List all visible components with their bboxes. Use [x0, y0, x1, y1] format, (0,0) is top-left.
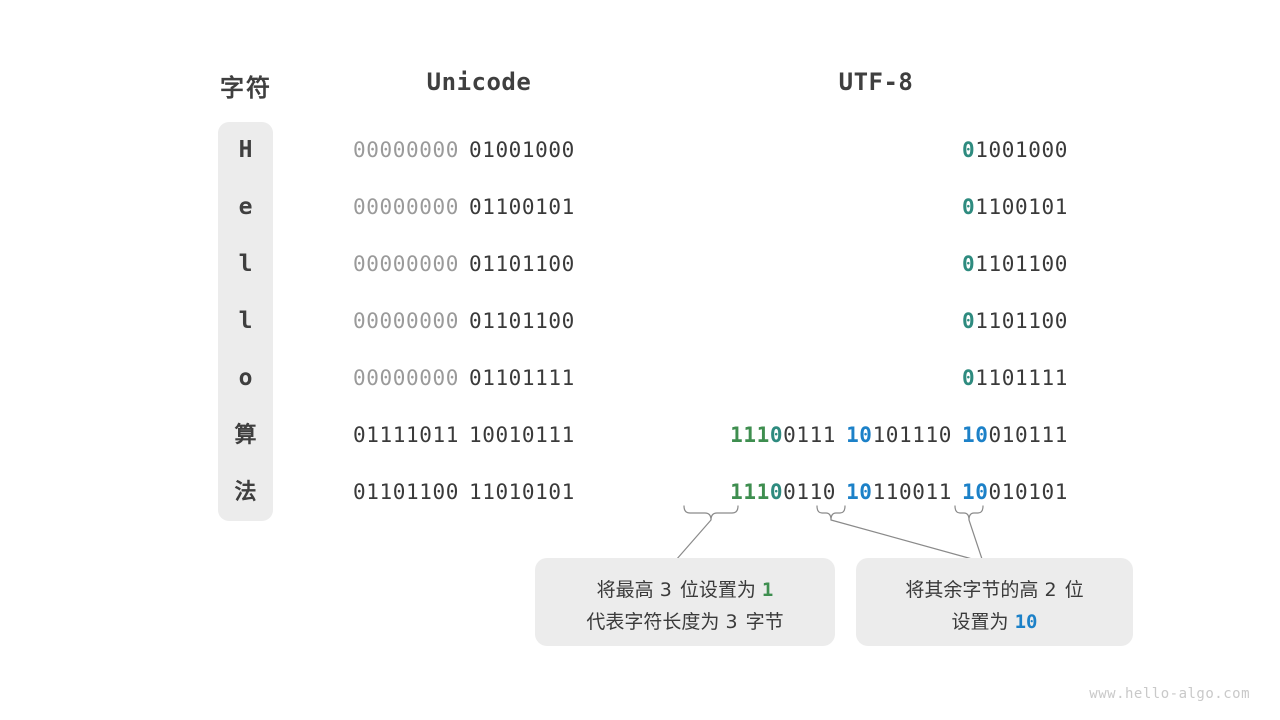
bit-group-dim: 00000000 — [353, 195, 459, 219]
bit-group-blue: 10 — [962, 480, 989, 504]
callout-left-line1-pre: 将最高 — [596, 579, 654, 601]
utf8-bits-row: 01100101 — [683, 179, 1068, 236]
bit-group-green: 111 — [730, 480, 770, 504]
callout-left-line2: 代表字符长度为 3 字节 — [557, 606, 813, 638]
bit-group-blue: 10 — [962, 423, 989, 447]
bit-group-dark: 101110 — [872, 423, 953, 447]
callout-right-line1-pre: 将其余字节的高 — [905, 579, 1039, 601]
callout-right-line1-num: 2 — [1044, 579, 1059, 601]
character-cell: 算 — [234, 423, 257, 448]
leader-line-right-1 — [830, 519, 984, 563]
utf8-bits-row: 01001000 — [683, 122, 1068, 179]
bit-group-dark: 10010111 — [468, 423, 575, 447]
callout-right-line1-post: 位 — [1064, 579, 1084, 601]
callout-left-line2-num: 3 — [725, 611, 740, 633]
bit-group-dark: 010111 — [988, 423, 1068, 447]
bit-group-dark: 01101100 — [468, 252, 575, 276]
character-cell: e — [238, 194, 253, 220]
callout-left-line1-mid: 位设置为 — [679, 579, 756, 601]
bit-group-dark: 0111 — [783, 423, 837, 447]
unicode-bits-row: 00000000 01101100 — [353, 293, 605, 350]
bit-group-dark: 01101111 — [468, 366, 575, 390]
callout-right-line2: 设置为 10 — [878, 606, 1111, 638]
unicode-bits-row: 00000000 01101100 — [353, 236, 605, 293]
utf8-bits-row: 01101100 — [683, 293, 1068, 350]
utf8-bits-row: 01101100 — [683, 236, 1068, 293]
bit-group-dark: 1101100 — [975, 252, 1068, 276]
callout-continuation-bits: 将其余字节的高 2 位 设置为 10 — [856, 558, 1133, 646]
column-header-unicode: Unicode — [426, 68, 532, 96]
callout-right-line2-highlight: 10 — [1014, 611, 1038, 633]
bit-group-dim: 00000000 — [353, 138, 459, 162]
character-cell: o — [238, 365, 253, 391]
bit-group-dark: 01100101 — [468, 195, 575, 219]
bit-group-dark: 01101100 — [468, 309, 575, 333]
callout-left-line1: 将最高 3 位设置为 1 — [557, 574, 813, 606]
utf8-bits-row: 01101111 — [683, 350, 1068, 407]
watermark: www.hello-algo.com — [1089, 686, 1250, 702]
unicode-bits-row: 00000000 01100101 — [353, 179, 605, 236]
bit-group-blue: 10 — [846, 423, 873, 447]
bit-group-dark: 1001000 — [975, 138, 1068, 162]
bit-group-dark: 1101111 — [975, 366, 1068, 390]
leader-line-left — [675, 519, 712, 561]
bit-group-dark: 0110 — [783, 480, 837, 504]
bit-group-dark: 11010101 — [468, 480, 575, 504]
bit-group-teal: 0 — [962, 309, 976, 333]
callout-left-line1-highlight: 1 — [761, 579, 774, 601]
character-cell: l — [238, 308, 253, 334]
callout-right-line1: 将其余字节的高 2 位 — [878, 574, 1111, 606]
bit-group-dark: 01111011 — [353, 423, 459, 447]
character-cell: H — [238, 137, 253, 163]
bit-group-dark: 1101100 — [975, 309, 1068, 333]
callout-leading-bits: 将最高 3 位设置为 1 代表字符长度为 3 字节 — [535, 558, 835, 646]
bit-group-dark: 01101100 — [353, 480, 459, 504]
unicode-bits-row: 00000000 01001000 — [353, 122, 605, 179]
bit-group-dark: 01001000 — [468, 138, 575, 162]
bit-group-green: 111 — [730, 423, 770, 447]
bit-group-teal: 0 — [769, 423, 784, 447]
character-column-panel — [218, 122, 273, 521]
bit-group-dim: 00000000 — [353, 366, 459, 390]
unicode-bits-row: 01101100 11010101 — [353, 464, 605, 521]
callout-left-line1-num: 3 — [659, 579, 674, 601]
leader-line-right-2 — [968, 519, 984, 563]
unicode-bits-row: 00000000 01101111 — [353, 350, 605, 407]
bit-group-teal: 0 — [962, 366, 976, 390]
bit-group-dim: 00000000 — [353, 252, 459, 276]
bit-group-dim: 00000000 — [353, 309, 459, 333]
bit-group-teal: 0 — [962, 195, 976, 219]
callout-right-line2-pre: 设置为 — [951, 611, 1009, 633]
bit-group-blue: 10 — [846, 480, 873, 504]
bit-group-teal: 0 — [962, 252, 976, 276]
character-cell: l — [238, 251, 253, 277]
bit-group-dark: 110011 — [872, 480, 953, 504]
bit-group-dark: 1100101 — [975, 195, 1068, 219]
unicode-bits-row: 01111011 10010111 — [353, 407, 605, 464]
bit-group-dark: 010101 — [988, 480, 1068, 504]
bit-group-teal: 0 — [769, 480, 784, 504]
bit-group-teal: 0 — [962, 138, 976, 162]
column-header-character: 字符 — [220, 74, 272, 102]
callout-left-line2-pre: 代表字符长度为 — [586, 611, 720, 633]
character-cell: 法 — [234, 480, 257, 505]
callout-left-line2-post: 字节 — [745, 611, 784, 633]
column-header-utf8: UTF-8 — [838, 68, 914, 96]
